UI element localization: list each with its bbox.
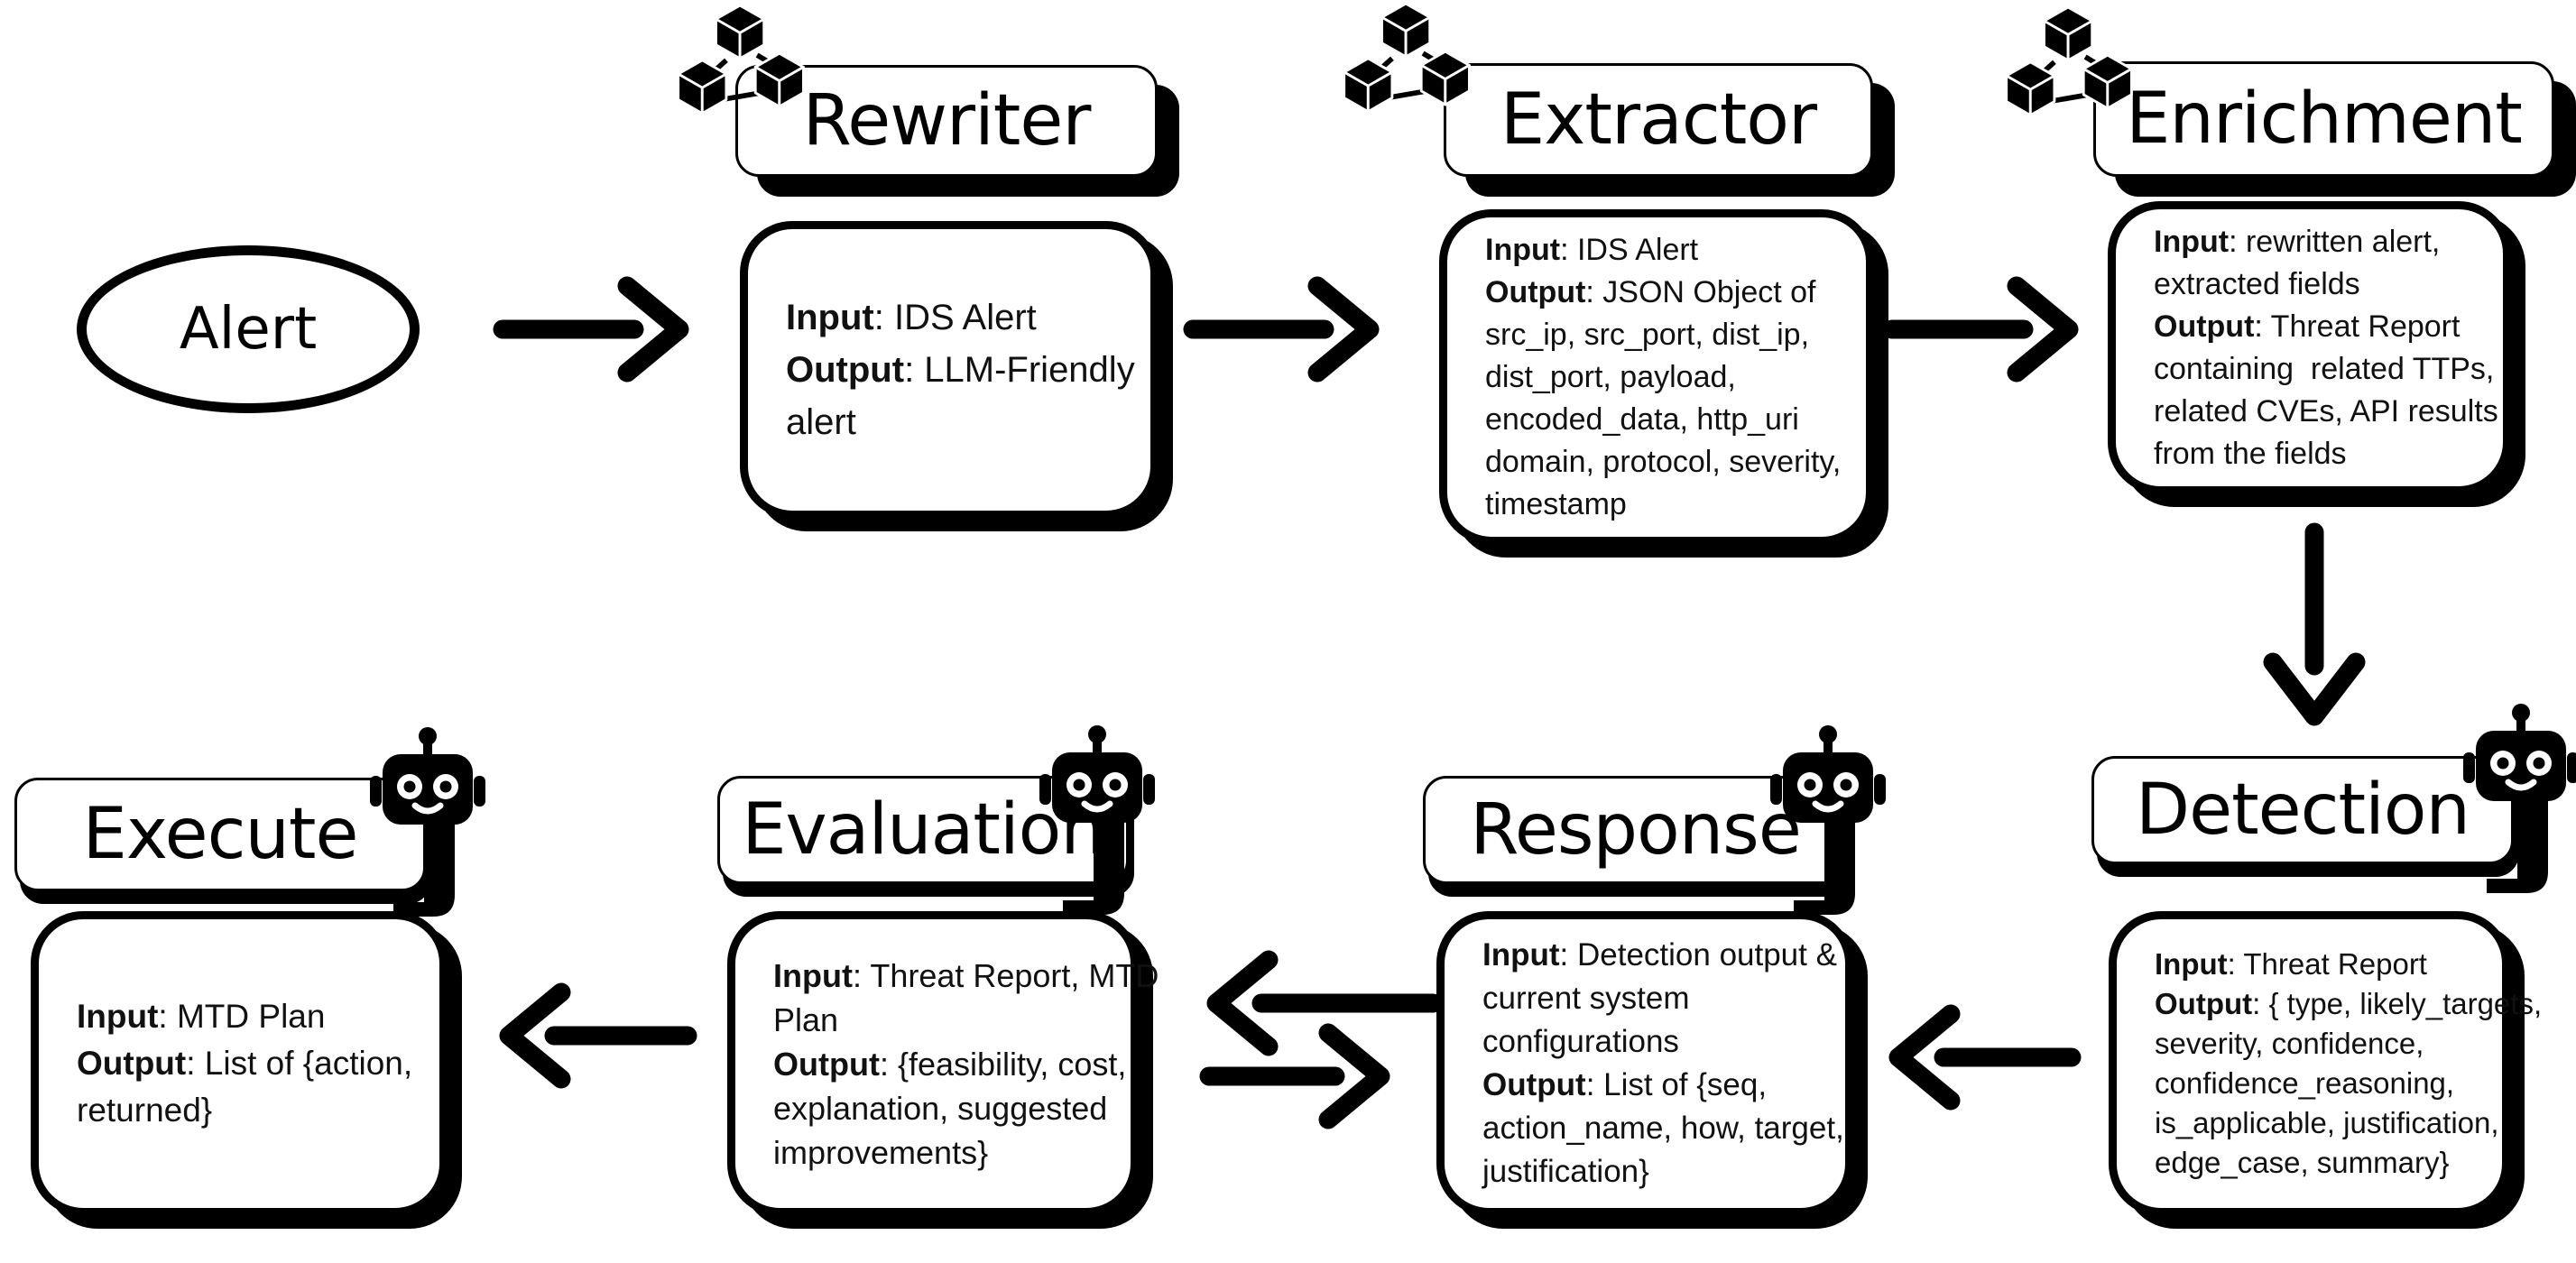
chatbot-robot-icon xyxy=(1038,722,1157,929)
detection-title-banner: Detection xyxy=(2091,756,2514,864)
arrow-evaluation-to-execute xyxy=(499,982,697,1089)
arrow-rewriter-to-extractor xyxy=(1183,276,1380,383)
execute-title-banner: Execute xyxy=(14,778,426,891)
chatbot-robot-icon xyxy=(368,724,487,931)
blockchain-cubes-icon xyxy=(673,4,810,144)
arrow-response-to-evaluation xyxy=(1206,950,1443,1056)
alert-label: Alert xyxy=(179,296,318,363)
enrichment-title-banner: Enrichment xyxy=(2093,61,2554,177)
execute-title: Execute xyxy=(82,794,359,875)
arrow-detection-to-response xyxy=(1888,1004,2082,1111)
blockchain-cubes-icon xyxy=(2001,5,2138,146)
rewriter-title-banner: Rewriter xyxy=(735,65,1158,177)
arrow-enrichment-to-detection xyxy=(2263,522,2366,726)
blockchain-cubes-icon xyxy=(1339,2,1476,143)
rewriter-title: Rewriter xyxy=(802,80,1092,161)
arrow-extractor-to-enrichment xyxy=(1882,276,2079,383)
arrow-alert-to-rewriter xyxy=(493,276,689,383)
chatbot-robot-icon xyxy=(2461,700,2576,908)
detection-title: Detection xyxy=(2136,770,2470,851)
chatbot-robot-icon xyxy=(1768,722,1888,929)
response-title: Response xyxy=(1470,789,1802,871)
extractor-title-banner: Extractor xyxy=(1444,63,1873,177)
enrichment-title: Enrichment xyxy=(2126,78,2523,160)
alert-start-node: Alert xyxy=(77,245,420,413)
extractor-title: Extractor xyxy=(1500,79,1817,161)
arrow-evaluation-to-response xyxy=(1199,1023,1390,1129)
